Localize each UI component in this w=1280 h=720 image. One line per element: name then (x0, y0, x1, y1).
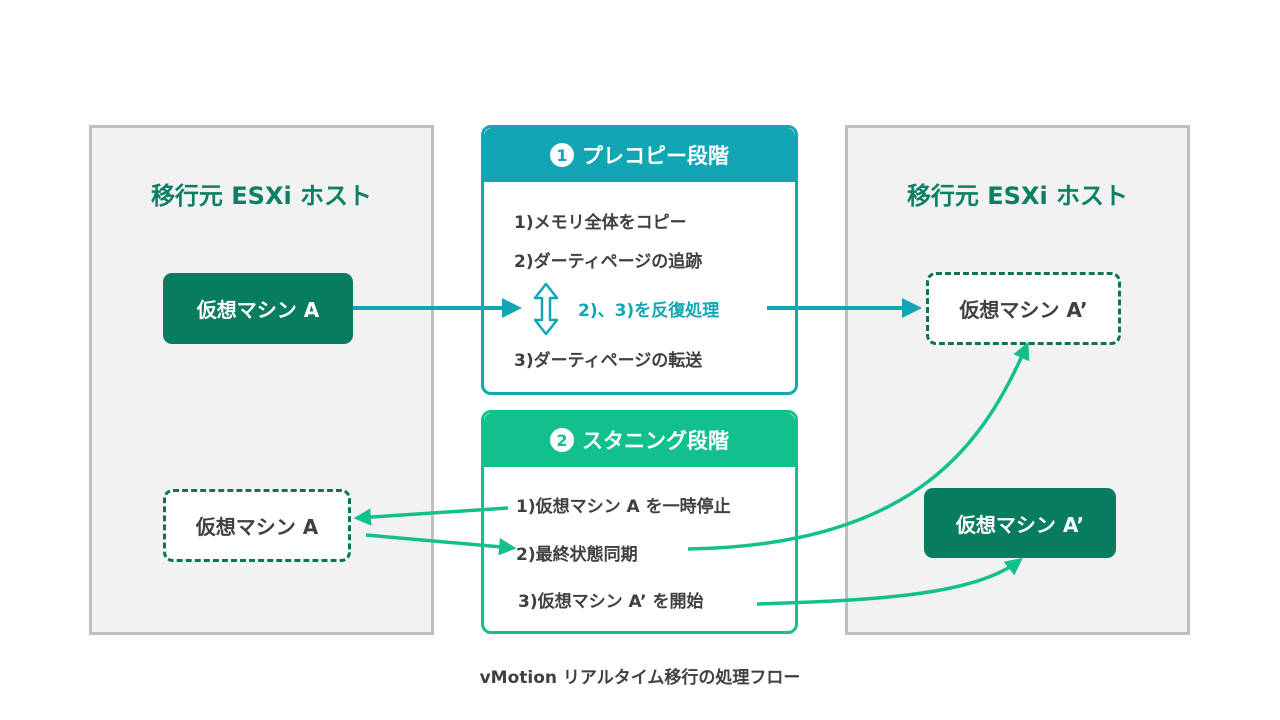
stunning-phase-box: 2 スタニング段階 (481, 410, 798, 634)
source-host-title: 移行元 ESXi ホスト (150, 182, 373, 210)
precopy-step-3: 3)ダーティページの転送 (514, 351, 703, 371)
arrow-start-to-target (756, 557, 1023, 606)
precopy-number-badge: 1 (550, 143, 574, 167)
precopy-loop-label: 2)、3)を反復処理 (578, 301, 720, 321)
target-host-title: 移行元 ESXi ホスト (906, 182, 1129, 210)
precopy-phase-header: 1 プレコピー段階 (484, 128, 795, 182)
diagram-caption: vMotion リアルタイム移行の処理フロー (479, 668, 801, 688)
stunning-step-2: 2)最終状態同期 (516, 545, 638, 565)
source-vm-running: 仮想マシン A (163, 273, 353, 344)
arrow-sync-to-target (687, 341, 1030, 551)
source-vm-stopped: 仮想マシン A (163, 489, 351, 562)
stunning-phase-title: スタニング段階 (582, 429, 729, 453)
arrow-source-to-sync (365, 533, 517, 556)
target-vm-placeholder: 仮想マシン A’ (926, 272, 1121, 345)
stunning-step-3: 3)仮想マシン A’ を開始 (518, 592, 704, 612)
stunning-phase-header: 2 スタニング段階 (484, 413, 795, 467)
precopy-step-1: 1)メモリ全体をコピー (514, 213, 687, 233)
precopy-phase-title: プレコピー段階 (582, 144, 729, 168)
loop-double-arrow-icon (533, 282, 559, 336)
target-vm-running: 仮想マシン A’ (924, 488, 1116, 558)
stunning-number-badge: 2 (550, 428, 574, 452)
stunning-step-1: 1)仮想マシン A を一時停止 (516, 497, 731, 517)
precopy-step-2: 2)ダーティページの追跡 (514, 252, 703, 272)
precopy-phase-box: 1 プレコピー段階 (481, 125, 798, 395)
arrow-pause-to-source (353, 506, 509, 526)
